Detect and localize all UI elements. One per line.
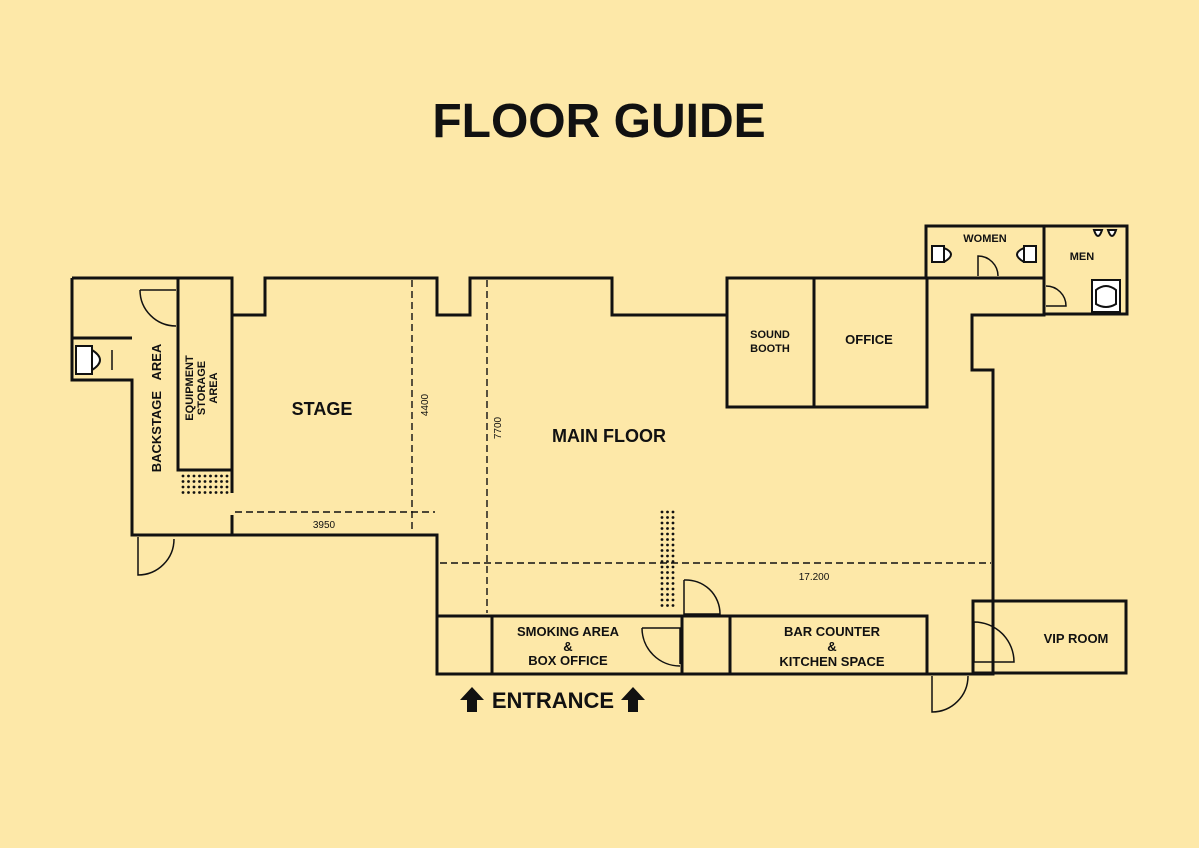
- toilet-fixture: [931, 245, 952, 263]
- smoking-label-1: SMOKING AREA: [517, 624, 620, 639]
- exit-door-bottom: [931, 675, 969, 713]
- main-outer-wall: [178, 276, 1046, 676]
- men-label: MEN: [1070, 251, 1095, 263]
- bar-label-1: BAR COUNTER: [784, 624, 881, 639]
- bar-label-2: &: [827, 639, 836, 654]
- toilet-fixture: [1016, 245, 1037, 263]
- backstage-label: BACKSTAGE AREA: [149, 343, 164, 472]
- bar-kitchen-room: [728, 614, 929, 676]
- sink-fixture: [1092, 229, 1118, 237]
- page-title: FLOOR GUIDE: [432, 95, 765, 148]
- svg-text:EQUIPMENT: EQUIPMENT: [184, 355, 196, 421]
- bottom-room-left: [435, 614, 494, 676]
- stage-width-dim: 3950: [313, 520, 336, 531]
- stage-label: STAGE: [292, 399, 353, 419]
- floor-width-dim: 17.200: [799, 572, 830, 583]
- sound-booth-label-2: BOOTH: [750, 343, 790, 355]
- sound-booth-label-1: SOUND: [750, 329, 790, 341]
- women-label: WOMEN: [963, 233, 1006, 245]
- vip-door: [973, 621, 1015, 663]
- entrance-arrow-right: [621, 687, 645, 712]
- office-room: [812, 276, 929, 409]
- main-floor-door: [683, 579, 721, 615]
- left-wing-wall: [70, 276, 232, 537]
- tactile-strip-entrance: [660, 510, 675, 607]
- backstage-toilet-fixture: [75, 345, 101, 375]
- smoking-label-3: BOX OFFICE: [528, 653, 608, 668]
- entrance-label: ENTRANCE: [492, 688, 614, 713]
- backstage-door-top: [139, 289, 177, 327]
- stage-depth-dim: 4400: [420, 393, 431, 416]
- office-label: OFFICE: [845, 332, 893, 347]
- equipment-storage-label: EQUIPMENT STORAGE AREA: [184, 355, 220, 421]
- bottom-room-mid: [680, 614, 732, 676]
- smoking-door: [641, 627, 681, 667]
- tactile-strip-backstage: [181, 474, 229, 494]
- entrance-arrow-left: [460, 687, 484, 712]
- floor-depth-dim: 7700: [493, 416, 504, 439]
- men-toilet-room: [1042, 224, 1129, 316]
- vip-label: VIP ROOM: [1044, 631, 1109, 646]
- vip-room: [971, 599, 1128, 675]
- women-door: [977, 255, 999, 277]
- svg-text:AREA: AREA: [208, 372, 220, 403]
- main-floor-label: MAIN FLOOR: [552, 426, 666, 446]
- smoking-label-2: &: [563, 639, 572, 654]
- svg-text:STORAGE: STORAGE: [196, 361, 208, 415]
- men-door: [1045, 285, 1067, 307]
- backstage-exit-door: [137, 537, 175, 576]
- bar-label-3: KITCHEN SPACE: [779, 654, 885, 669]
- toilet-fixture: [1091, 279, 1121, 313]
